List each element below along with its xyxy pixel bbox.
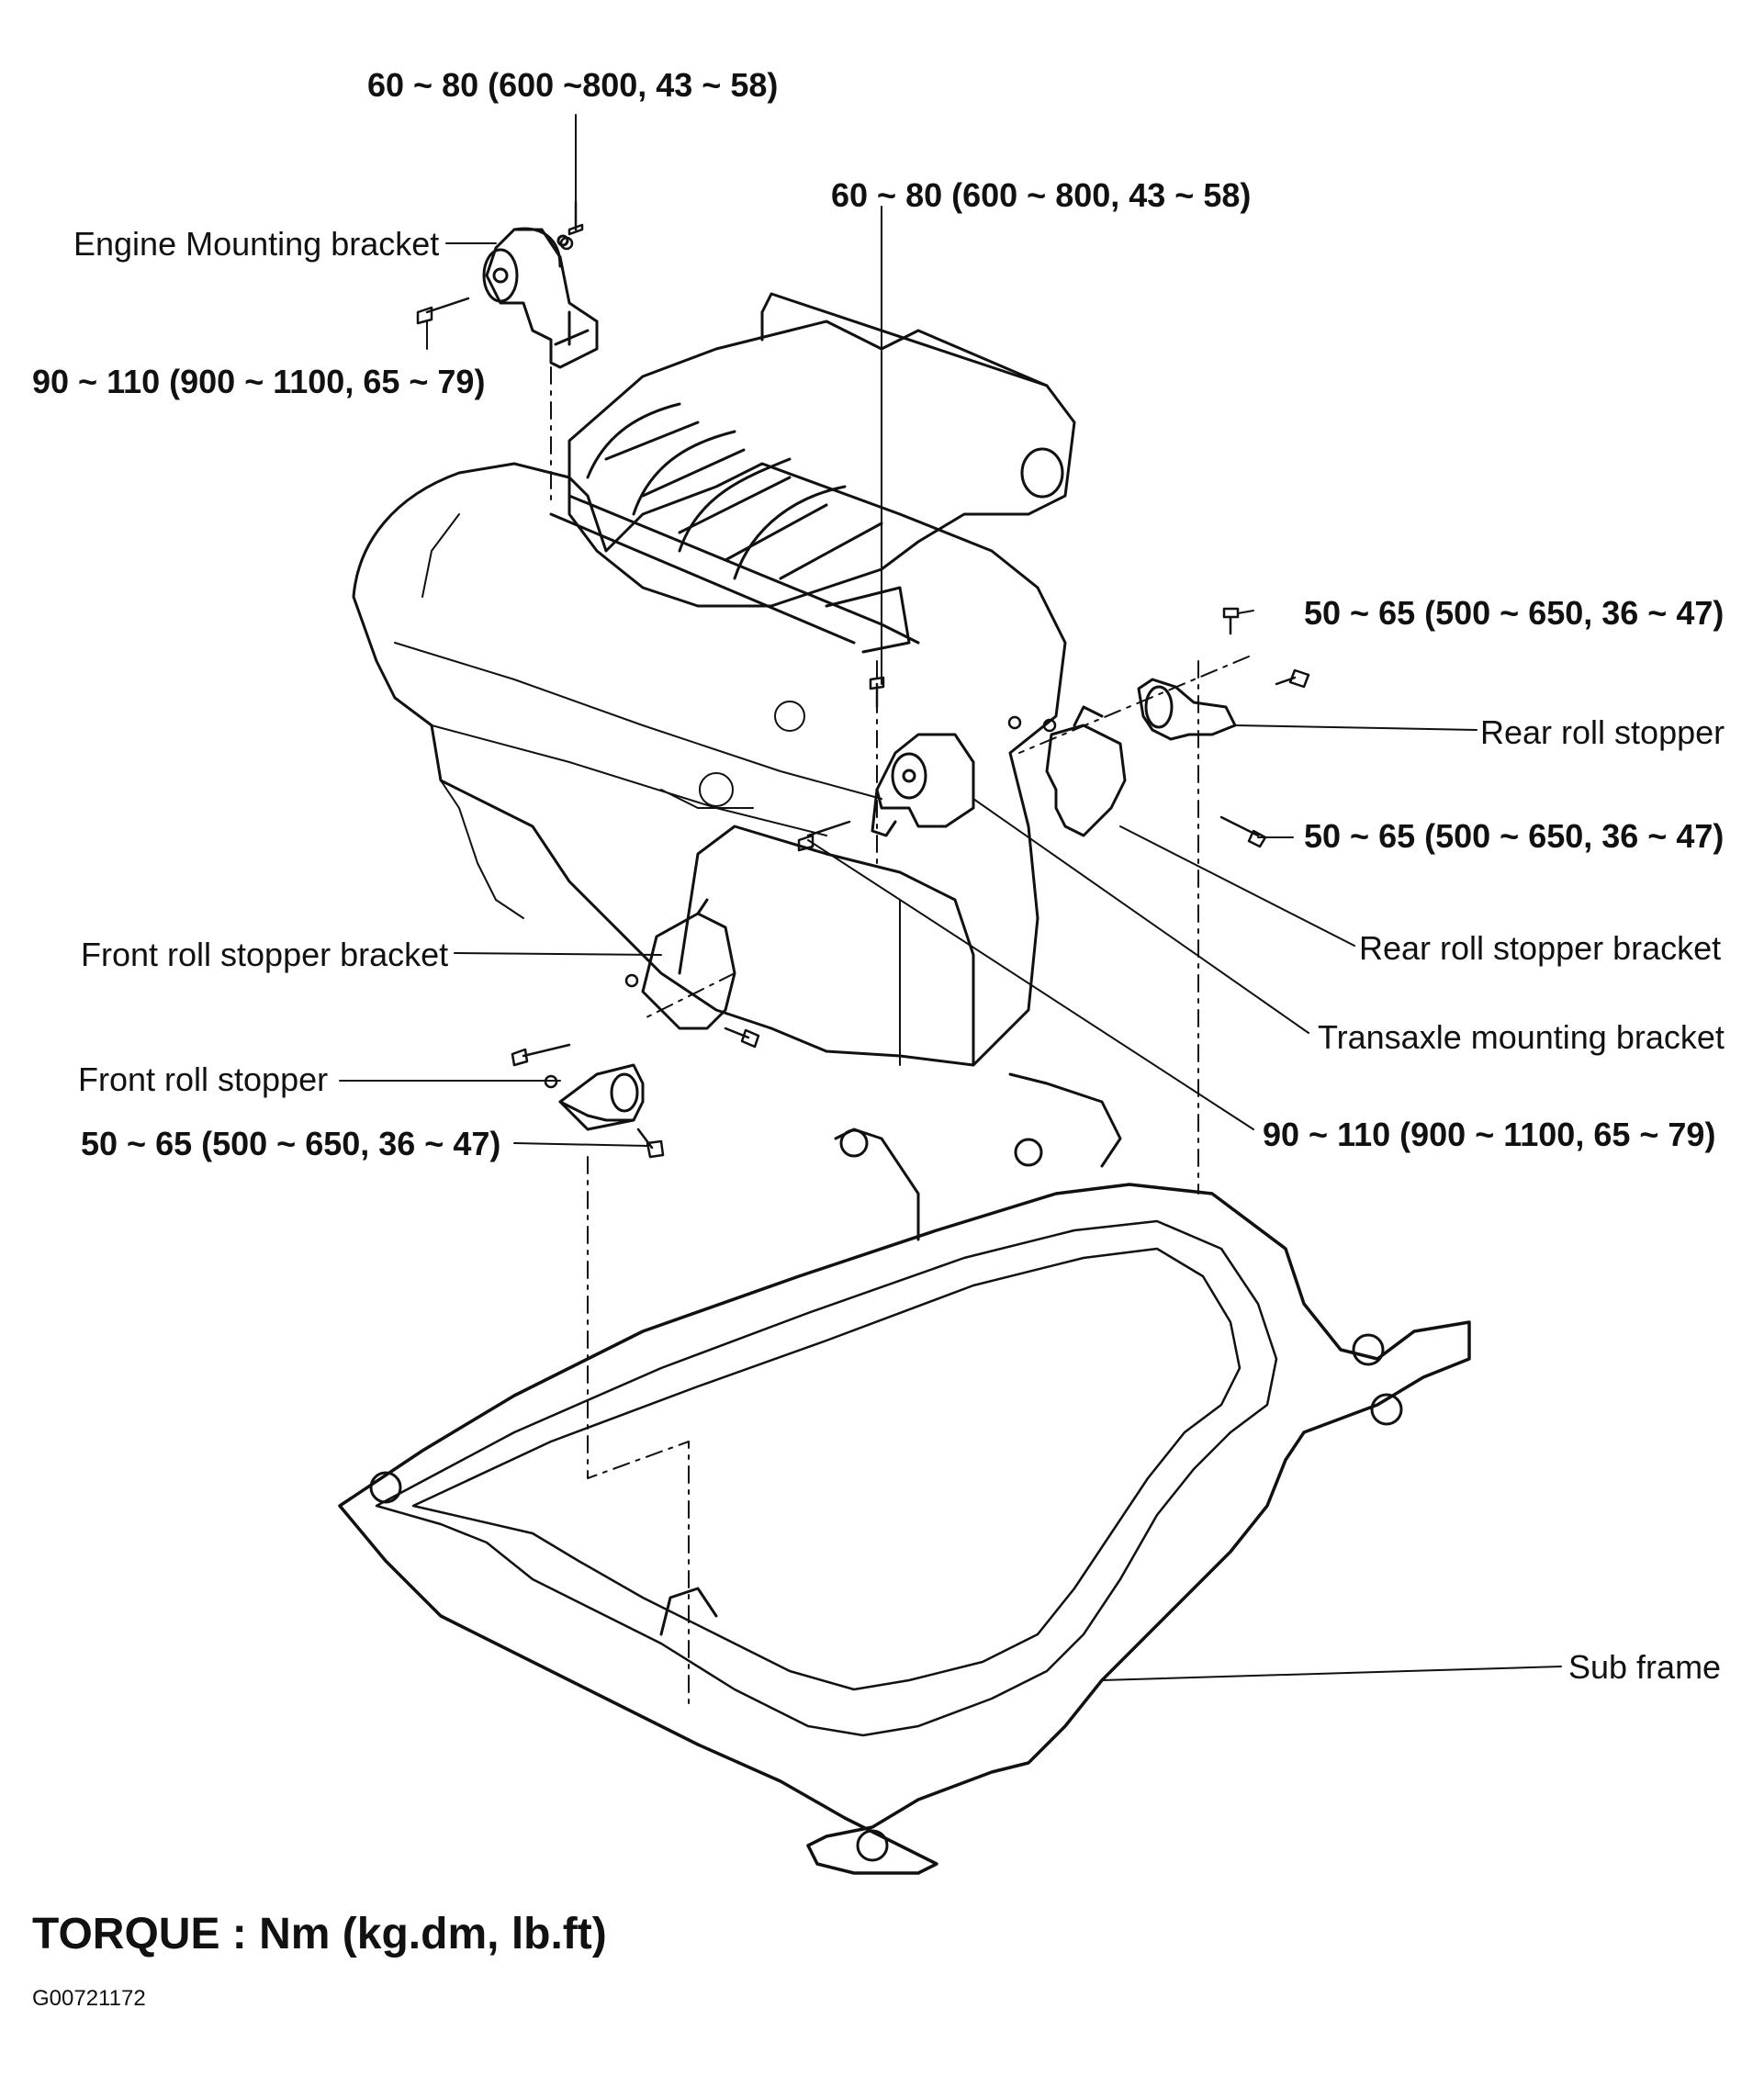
label-rear-roll-stopper-bracket: Rear roll stopper bracket <box>1359 929 1722 967</box>
torque-front-roll: 50 ~ 65 (500 ~ 650, 36 ~ 47) <box>81 1125 501 1162</box>
torque-transaxle-top: 60 ~ 80 (600 ~ 800, 43 ~ 58) <box>831 176 1252 214</box>
bolt-engine-side <box>416 297 470 325</box>
torque-rear-roll-mid: 50 ~ 65 (500 ~ 650, 36 ~ 47) <box>1304 817 1725 855</box>
transaxle-mount <box>871 733 975 837</box>
bolt-rear-top <box>1222 607 1240 635</box>
bolt-front-left <box>511 1043 571 1067</box>
leader-lines <box>339 114 1562 1681</box>
torque-engine-mount-side: 90 ~ 110 (900 ~ 1100, 65 ~ 79) <box>32 363 486 400</box>
bolt-transaxle-side <box>797 820 851 852</box>
front-roll-stopper-assembly <box>558 898 736 1131</box>
label-transaxle-mounting-bracket: Transaxle mounting bracket <box>1318 1018 1725 1056</box>
bolt-rear-mid <box>1219 815 1267 848</box>
torque-engine-mount-top: 60 ~ 80 (600 ~800, 43 ~ 58) <box>367 66 779 104</box>
torque-units-caption: TORQUE : Nm (kg.dm, lb.ft) <box>32 1910 607 1958</box>
bolt-front-bottom <box>636 1128 665 1159</box>
label-sub-frame: Sub frame <box>1568 1648 1722 1686</box>
bolt-rear-right <box>1275 668 1310 689</box>
label-front-roll-stopper: Front roll stopper <box>78 1060 329 1098</box>
label-front-roll-stopper-bracket: Front roll stopper bracket <box>81 936 449 973</box>
sub-frame <box>338 1072 1471 1875</box>
torque-rear-roll-top: 50 ~ 65 (500 ~ 650, 36 ~ 47) <box>1304 594 1725 632</box>
rear-roll-stopper-assembly <box>1045 678 1237 837</box>
torque-transaxle-bolt: 90 ~ 110 (900 ~ 1100, 65 ~ 79) <box>1263 1116 1716 1153</box>
label-rear-roll-stopper: Rear roll stopper <box>1480 713 1725 751</box>
intake-manifold <box>549 292 1076 654</box>
figure-code: G00721172 <box>32 1986 146 2011</box>
label-engine-mounting-bracket: Engine Mounting bracket <box>73 225 440 263</box>
bolt-engine-top <box>567 200 584 236</box>
bolt-front-bracket <box>724 1027 760 1049</box>
bolts <box>416 200 1310 1159</box>
alignment-lines <box>550 366 1250 1709</box>
bolt-transaxle-top <box>869 676 885 709</box>
engine-mounting-bracket <box>482 227 599 369</box>
